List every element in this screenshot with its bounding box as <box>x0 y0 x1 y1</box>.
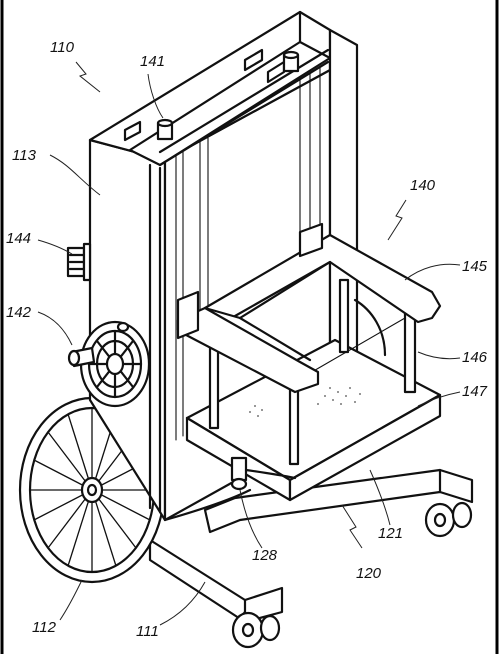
seat-unit-140 <box>176 222 442 502</box>
label-146: 146 <box>462 349 488 366</box>
label-110: 110 <box>50 39 75 56</box>
label-111: 111 <box>136 623 159 640</box>
label-142: 142 <box>6 304 32 321</box>
label-121: 121 <box>378 525 403 542</box>
label-144: 144 <box>6 230 31 247</box>
label-147: 147 <box>462 383 488 400</box>
clamp-144 <box>66 242 92 282</box>
reference-labels: 110 141 113 140 144 145 142 146 147 121 … <box>6 39 488 640</box>
label-120: 120 <box>356 565 382 582</box>
label-140: 140 <box>410 177 436 194</box>
seat-cushion-147 <box>249 387 361 417</box>
label-128: 128 <box>252 547 278 564</box>
shaft-141 <box>156 50 300 141</box>
label-112: 112 <box>32 619 57 636</box>
label-141: 141 <box>140 53 165 70</box>
caster-rear-left <box>424 502 456 538</box>
caster-front <box>231 610 281 649</box>
handwheel-142 <box>67 320 151 408</box>
label-145: 145 <box>462 258 488 275</box>
label-113: 113 <box>12 147 37 164</box>
leader-lines <box>37 61 461 626</box>
caster-rear-right <box>451 501 473 529</box>
